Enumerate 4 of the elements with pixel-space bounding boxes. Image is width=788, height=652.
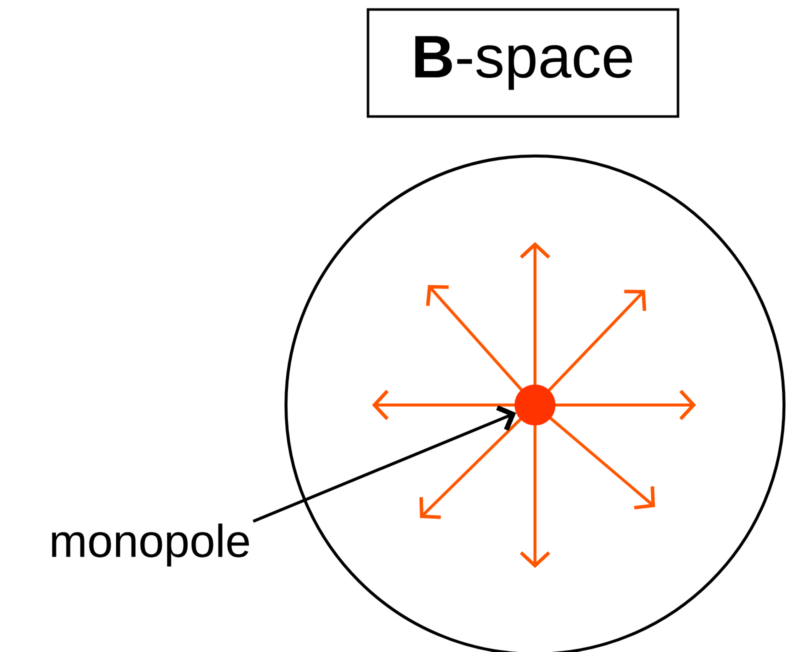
monopole-label: monopole [52, 524, 249, 566]
title-box: B-space [366, 8, 680, 118]
monopole-dot [514, 384, 556, 426]
leader-line [252, 405, 516, 523]
